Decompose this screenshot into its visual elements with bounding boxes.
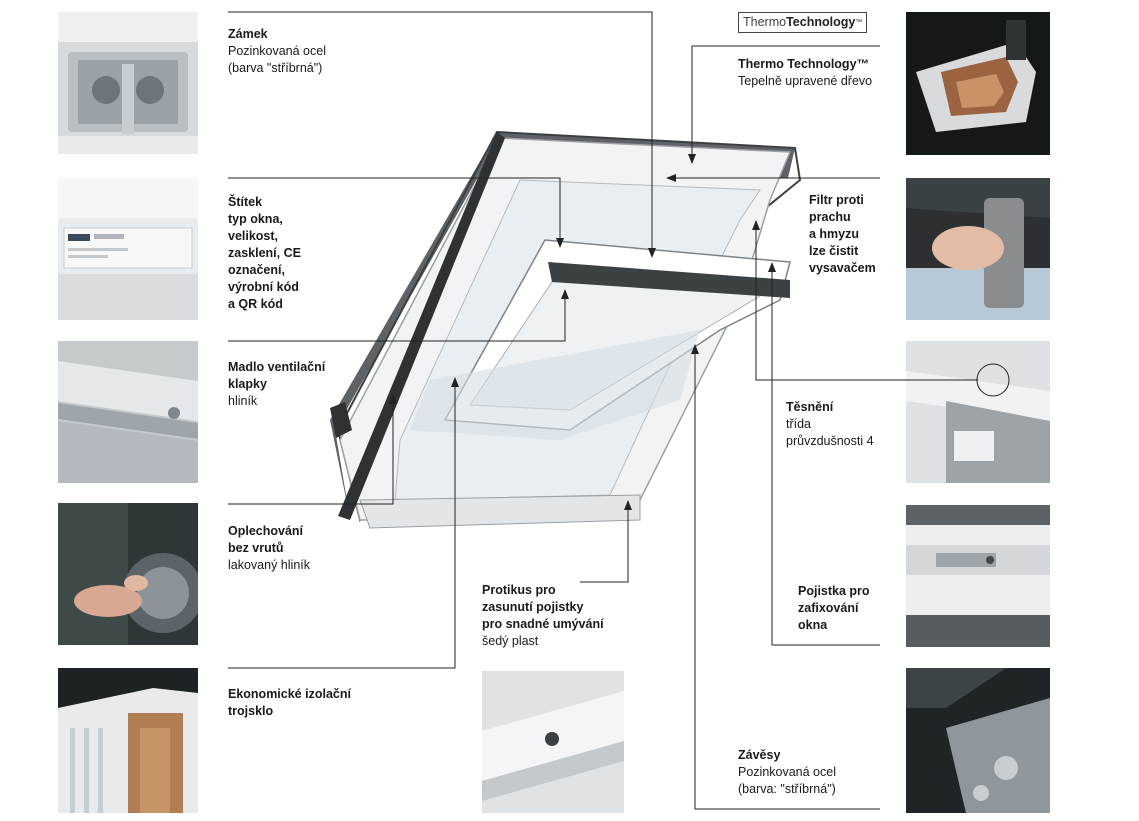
safety-catch-photo: [906, 505, 1050, 647]
seal-photo: [906, 341, 1050, 483]
label-protikus: Protikus pro zasunutí pojistky pro snadn…: [482, 583, 604, 648]
flashing-photo: [58, 503, 198, 645]
thermo-wood-photo: [906, 12, 1050, 155]
thermo-technology-logo: ThermoTechnology™: [738, 12, 868, 33]
lock-photo: [58, 12, 198, 154]
label-zamek: Zámek Pozinkovaná ocel (barva "stříbrná"…: [228, 27, 326, 75]
label-pojistka: Pojistka pro zafixování okna: [798, 584, 870, 632]
handle-photo: [58, 341, 198, 483]
glazing-photo: [58, 668, 198, 813]
label-trojsklo: Ekonomické izolační trojsklo: [228, 687, 351, 718]
label-filtr: Filtr proti prachu a hmyzu lze čistit vy…: [809, 193, 876, 275]
nameplate-photo: [58, 178, 198, 320]
label-oplechovani: Oplechování bez vrutů lakovaný hliník: [228, 524, 310, 572]
hinge-photo: [906, 668, 1050, 813]
label-zavesy: Závěsy Pozinkovaná ocel (barva: "stříbrn…: [738, 748, 836, 796]
catch-photo: [482, 671, 624, 813]
label-stitek: Štítek typ okna, velikost, zasklení, CE …: [228, 195, 301, 311]
label-madlo: Madlo ventilační klapky hliník: [228, 360, 326, 408]
label-tesneni: Těsnění třída průvzdušnosti 4: [786, 400, 874, 448]
filter-photo: [906, 178, 1050, 320]
label-thermo-technology: Thermo Technology™ Tepelně upravené dřev…: [738, 57, 873, 88]
